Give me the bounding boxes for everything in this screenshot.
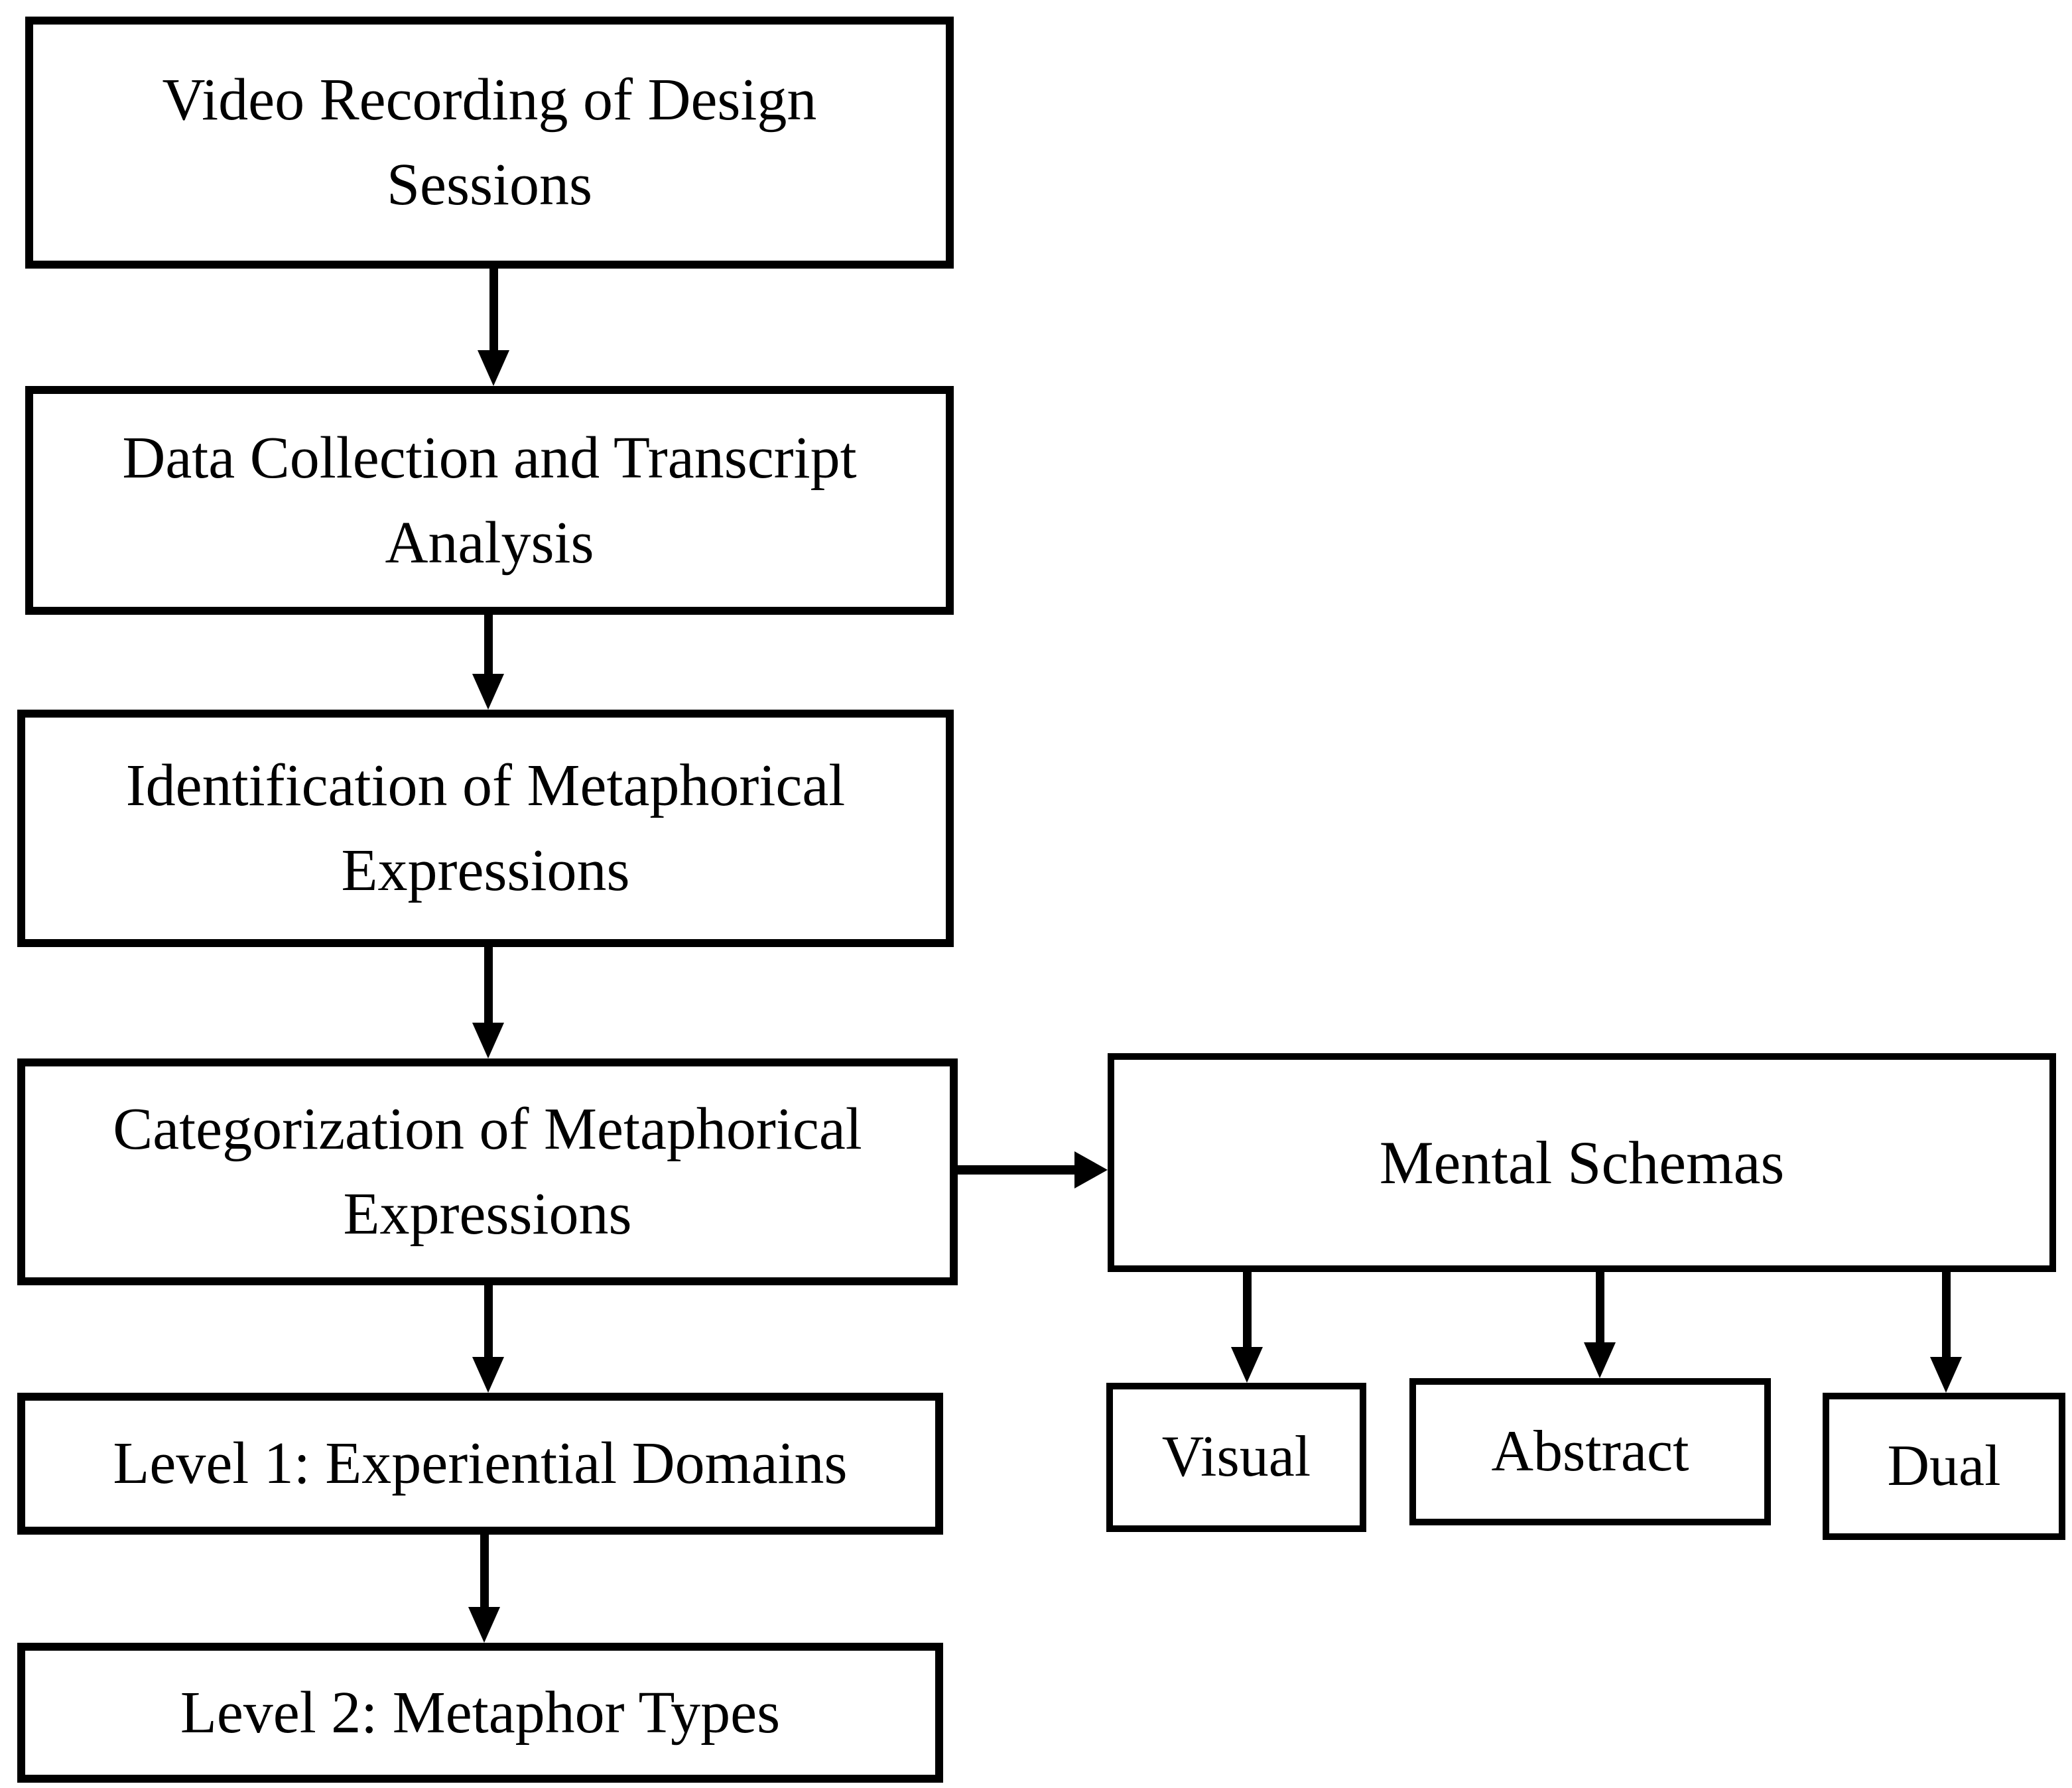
node-label-line: Dual — [1887, 1433, 2001, 1498]
arrow-shaft — [489, 269, 498, 353]
arrow-shaft — [1242, 1272, 1252, 1350]
node-mental-schemas: Mental Schemas — [1108, 1053, 2056, 1272]
arrow-shaft — [484, 615, 493, 676]
node-label-line: Expressions — [341, 838, 630, 903]
node-visual: Visual — [1106, 1383, 1366, 1532]
node-label-line: Data Collection and Transcript — [122, 424, 857, 491]
arrow-shaft — [484, 1285, 493, 1360]
node-label-line: Identification of Metaphorical — [125, 753, 846, 819]
arrow-shaft — [480, 1535, 489, 1610]
arrow-down-icon — [1584, 1272, 1616, 1378]
arrow-head — [478, 350, 509, 386]
node-label-line: Sessions — [386, 152, 593, 218]
arrow-down-icon — [1231, 1272, 1263, 1383]
arrow-down-icon — [468, 1535, 500, 1643]
node-level-1-experiential-domains: Level 1: Experiential Domains — [17, 1393, 943, 1535]
node-label-line: Mental Schemas — [1379, 1128, 1785, 1196]
node-label-line: Analysis — [385, 509, 594, 576]
arrow-shaft — [484, 947, 493, 1025]
arrow-down-icon — [478, 269, 509, 386]
arrow-head — [472, 1023, 504, 1058]
node-label-line: Level 2: Metaphor Types — [180, 1679, 781, 1746]
arrow-right-icon — [958, 1151, 1108, 1188]
node-video-recording-of-design-sessions: Video Recording of Design Sessions — [25, 17, 954, 269]
node-abstract: Abstract — [1409, 1378, 1771, 1525]
node-label-line: Abstract — [1491, 1419, 1689, 1484]
node-dual: Dual — [1823, 1393, 2065, 1540]
arrow-head — [468, 1607, 500, 1643]
node-label-line: Expressions — [343, 1181, 632, 1247]
node-categorization-of-metaphorical-expressions: Categorization of Metaphorical Expressio… — [17, 1058, 958, 1285]
arrow-shaft — [1941, 1272, 1951, 1360]
arrow-down-icon — [472, 947, 504, 1058]
node-label-line: Level 1: Experiential Domains — [113, 1431, 848, 1497]
arrow-shaft — [1595, 1272, 1604, 1345]
node-level-2-metaphor-types: Level 2: Metaphor Types — [17, 1643, 943, 1783]
arrow-head — [472, 674, 504, 710]
arrow-shaft — [958, 1165, 1077, 1175]
arrow-down-icon — [1930, 1272, 1962, 1393]
node-data-collection-and-transcript-analysis: Data Collection and Transcript Analysis — [25, 386, 954, 615]
arrow-down-icon — [472, 615, 504, 710]
arrow-down-icon — [472, 1285, 504, 1393]
node-label-line: Visual — [1161, 1425, 1311, 1490]
node-label-line: Video Recording of Design — [162, 67, 817, 133]
node-label-line: Categorization of Metaphorical — [113, 1096, 862, 1163]
arrow-head — [1231, 1347, 1263, 1383]
arrow-head — [472, 1357, 504, 1393]
arrow-head — [1584, 1342, 1616, 1378]
arrow-head — [1930, 1357, 1962, 1393]
arrow-head — [1074, 1151, 1108, 1188]
node-identification-of-metaphorical-expressions: Identification of Metaphorical Expressio… — [17, 710, 954, 947]
